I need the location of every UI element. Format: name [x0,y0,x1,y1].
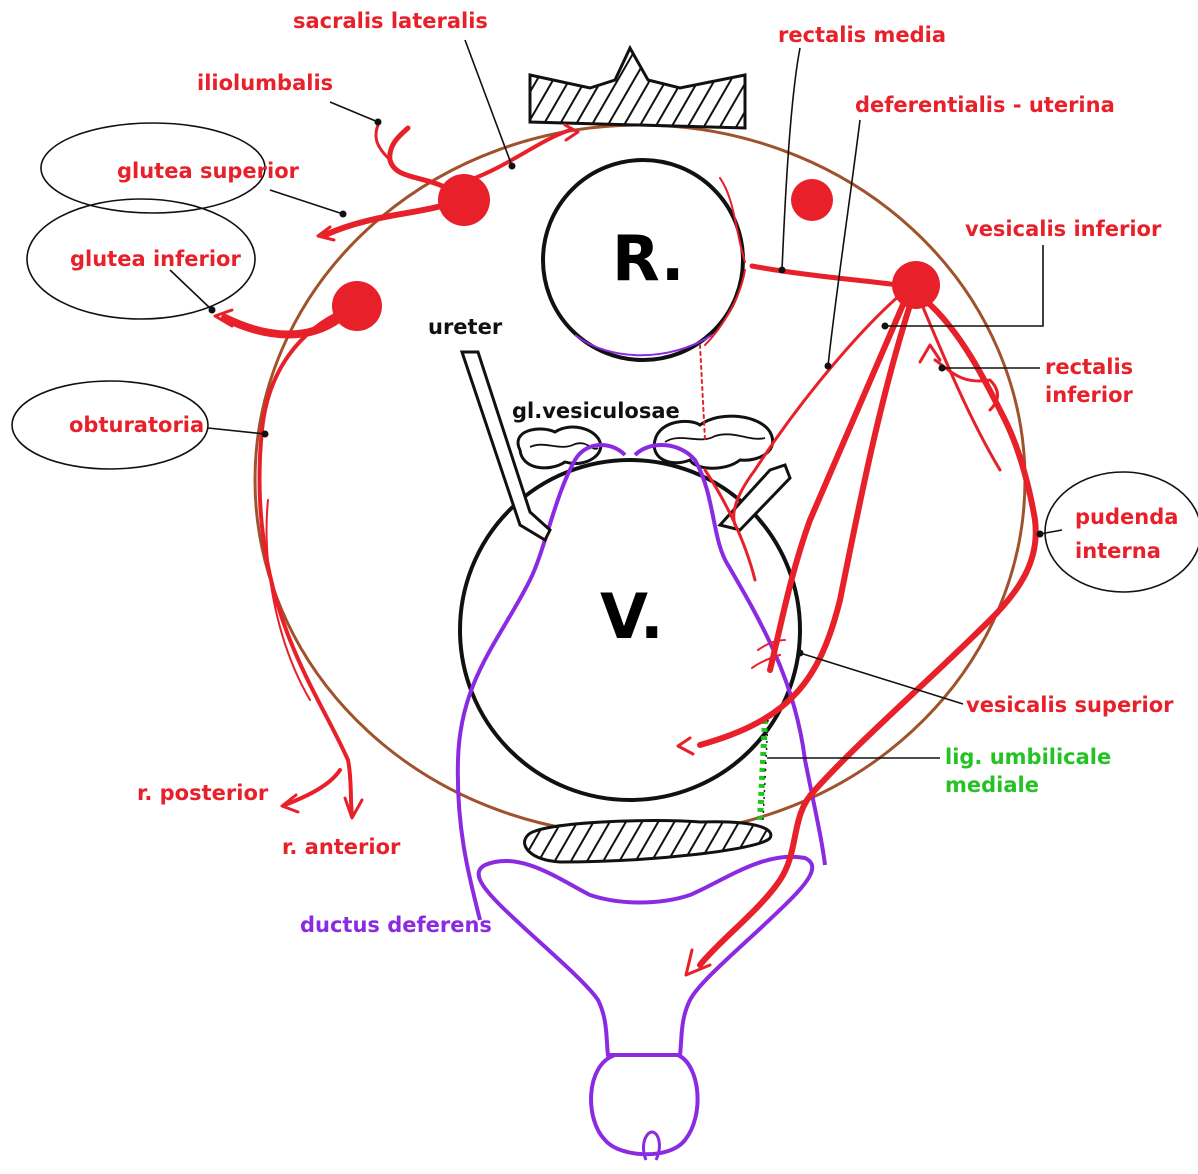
highlight-pudenda-interna [1045,472,1198,592]
label-ureter: ureter [428,315,503,339]
symphysis [525,821,771,862]
r-anterior-arrow [345,798,362,818]
ptr-iliolumbalis [330,102,378,122]
ptr-dot-deferentialis [825,363,832,370]
label-iliolumbalis: iliolumbalis [197,71,333,95]
rectum-label: R. [612,222,684,295]
label-pudenda-interna-line2: interna [1075,539,1161,563]
label-deferentialis-uterina: deferentialis - uterina [855,93,1115,117]
ptr-dot-glutea-superior [340,211,347,218]
ptr-dot-obturatoria [262,431,269,438]
ptr-glutea-inferior [170,270,212,310]
label-glutea-inferior: glutea inferior [70,247,241,271]
label-lig-umbilicale-line1: lig. umbilicale [945,745,1111,769]
ptr-vesicalis-superior [800,653,963,704]
label-ductus-deferens: ductus deferens [300,913,492,937]
ptr-rectalis-media [782,48,800,270]
label-vesicalis-inferior: vesicalis inferior [965,217,1162,241]
iliolumbalis-artery [390,128,450,190]
right-upper-bulb [791,179,833,221]
glutea-superior-artery [325,205,445,235]
label-rectalis-media: rectalis media [778,23,946,47]
label-lig-umbilicale-line2: mediale [945,773,1039,797]
ptr-dot-rectalis-inferior [939,365,946,372]
ptr-deferentialis [828,120,860,366]
rectalis-media-artery [752,266,898,285]
glutea-inferior-bulb [332,281,382,331]
r-posterior-branch [285,770,340,805]
obturatoria-artery [259,310,352,815]
ptr-dot-pudenda-interna [1037,531,1044,538]
ptr-dot-vesicalis-inferior [882,323,889,330]
ptr-dot-iliolumbalis [375,119,382,126]
ptr-sacralis-lateralis [465,40,512,166]
ptr-dot-sacralis-lateralis [509,163,516,170]
glutea-superior-bulb [438,174,490,226]
label-glutea-superior: glutea superior [117,159,300,183]
rectalis-inferior-arrow [920,345,940,362]
label-r-anterior: r. anterior [282,835,401,859]
seminal-vesicle-right [654,416,772,468]
bladder-label: V. [600,580,664,653]
ptr-obturatoria [208,428,265,434]
label-pudenda-interna-line1: pudenda [1075,505,1178,529]
label-sacralis-lateralis: sacralis lateralis [293,9,488,33]
label-rectalis-inferior-line2: inferior [1045,383,1134,407]
label-gl-vesiculosae: gl.vesiculosae [512,399,680,423]
label-obturatoria: obturatoria [69,413,204,437]
ptr-dot-rectalis-media [779,267,786,274]
label-rectalis-inferior-line1: rectalis [1045,355,1133,379]
sacrum [530,48,745,128]
label-vesicalis-superior: vesicalis superior [966,693,1174,717]
ptr-dot-vesicalis-superior [797,650,804,657]
ptr-glutea-superior [270,190,343,214]
prostate [479,857,813,1055]
label-r-posterior: r. posterior [137,781,269,805]
